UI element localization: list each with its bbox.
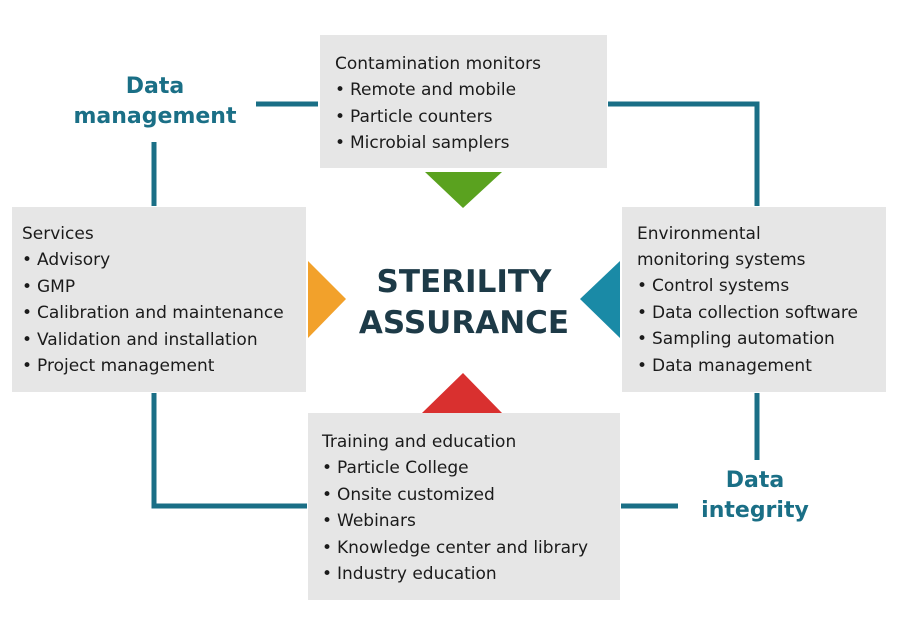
bullet: • — [322, 511, 333, 531]
label-data-management-line1: Data — [125, 74, 185, 99]
list-item: •Industry education — [322, 561, 620, 588]
item-list: •Control systems •Data collection softwa… — [637, 273, 886, 379]
list-item: •Data management — [637, 353, 886, 380]
list-item: •Data collection software — [637, 300, 886, 327]
arrow-top-green — [425, 172, 502, 208]
arrow-left-orange — [308, 261, 346, 338]
list-item-text: Advisory — [37, 250, 111, 270]
box-contamination-monitors: Contamination monitors •Remote and mobil… — [320, 35, 607, 168]
list-item: •Particle College — [322, 455, 620, 482]
list-item-text: Knowledge center and library — [337, 537, 589, 558]
list-item: •Project management — [22, 353, 306, 380]
bullet: • — [322, 458, 333, 478]
center-title-line1: STERILITY — [376, 264, 552, 300]
list-item-text: Control systems — [652, 276, 790, 296]
bullet: • — [335, 80, 346, 100]
label-data-integrity-line1: Data — [725, 468, 785, 493]
box-title-line2: monitoring systems — [637, 250, 806, 270]
label-data-management-line2: management — [73, 104, 237, 129]
label-data-integrity-line2: integrity — [701, 498, 809, 523]
arrow-right-blue — [580, 261, 620, 338]
box-training-and-education: Training and education •Particle College… — [308, 413, 620, 600]
bullet: • — [637, 355, 648, 376]
list-item-text: GMP — [37, 276, 76, 297]
bullet: • — [22, 303, 33, 323]
bullet: • — [322, 484, 333, 505]
list-item: •Advisory — [22, 247, 306, 274]
list-item-text: Onsite customized — [337, 484, 495, 505]
list-item: •Onsite customized — [322, 482, 620, 509]
list-item-text: Industry education — [337, 564, 497, 584]
bullet: • — [22, 276, 33, 297]
connector-top-left — [151, 101, 318, 206]
list-item: •Control systems — [637, 273, 886, 300]
list-item: •Webinars — [322, 508, 620, 535]
list-item-text: Validation and installation — [37, 329, 258, 350]
arrow-bottom-red — [422, 373, 502, 413]
bullet: • — [22, 329, 33, 350]
list-item-text: Microbial samplers — [350, 133, 510, 153]
list-item: •GMP — [22, 274, 306, 301]
list-item: •Sampling automation — [637, 326, 886, 353]
box-services: Services •Advisory •GMP •Calibration and… — [12, 207, 306, 392]
bullet: • — [22, 250, 33, 270]
box-title: Contamination monitors — [335, 54, 541, 74]
center-title: STERILITY ASSURANCE — [340, 262, 588, 344]
list-item-text: Sampling automation — [652, 329, 835, 349]
list-item: •Validation and installation — [22, 327, 306, 354]
box-title: Services — [22, 224, 94, 244]
connector-bottom-left — [151, 393, 307, 509]
bullet: • — [637, 276, 648, 296]
connector-top-right — [608, 101, 760, 206]
list-item-text: Data management — [652, 355, 812, 376]
list-item: •Microbial samplers — [335, 130, 607, 157]
list-item-text: Webinars — [337, 511, 416, 531]
list-item-text: Project management — [37, 356, 215, 376]
bullet: • — [22, 356, 33, 376]
list-item-text: Particle College — [337, 458, 469, 478]
list-item: •Knowledge center and library — [322, 535, 620, 562]
list-item: •Particle counters — [335, 104, 607, 131]
bullet: • — [322, 537, 333, 558]
list-item-text: Data collection software — [652, 302, 858, 323]
box-environmental-monitoring-systems: Environmental monitoring systems •Contro… — [622, 207, 886, 392]
list-item: •Remote and mobile — [335, 77, 607, 104]
center-title-line2: ASSURANCE — [358, 305, 570, 341]
box-title: Training and education — [322, 432, 517, 452]
bullet: • — [322, 564, 333, 584]
list-item-text: Calibration and maintenance — [37, 303, 284, 323]
label-data-integrity: Data integrity — [680, 466, 830, 526]
connector-bottom-right — [621, 393, 760, 509]
label-data-management: Data management — [70, 72, 240, 132]
item-list: •Advisory •GMP •Calibration and maintena… — [22, 247, 306, 380]
box-title-line1: Environmental — [637, 224, 761, 244]
bullet: • — [637, 329, 648, 349]
bullet: • — [335, 106, 346, 127]
bullet: • — [335, 133, 346, 153]
item-list: •Remote and mobile •Particle counters •M… — [335, 77, 607, 157]
item-list: •Particle College •Onsite customized •We… — [322, 455, 620, 588]
list-item-text: Particle counters — [350, 106, 493, 127]
list-item-text: Remote and mobile — [350, 80, 517, 100]
bullet: • — [637, 302, 648, 323]
list-item: •Calibration and maintenance — [22, 300, 306, 327]
